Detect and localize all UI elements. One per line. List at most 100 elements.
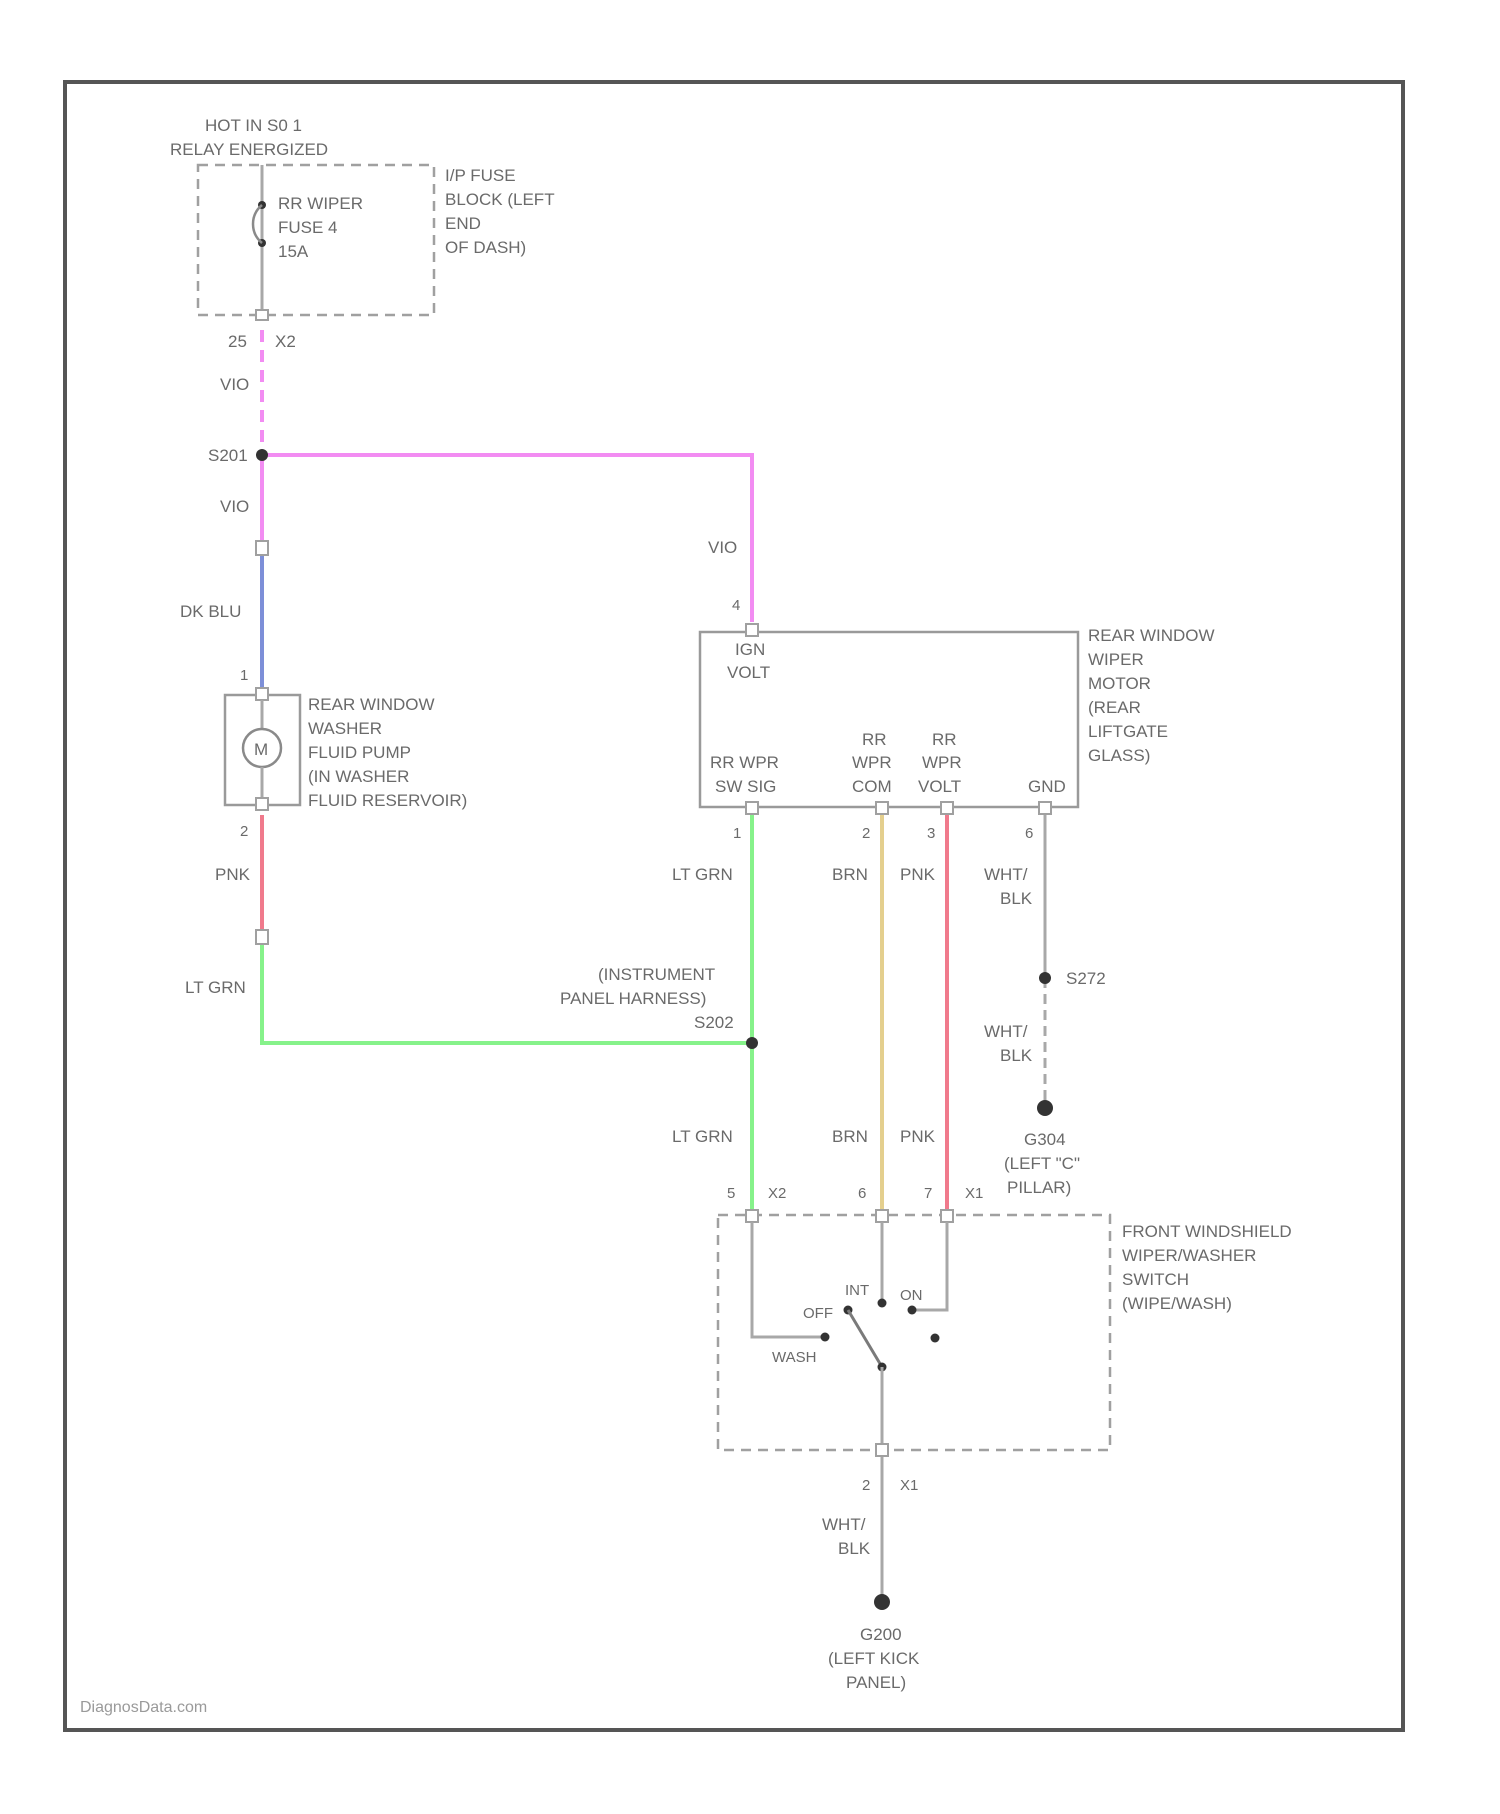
inline-connector-pin-pnk-grn — [256, 930, 268, 944]
wire-label-dk-blu: DK BLU — [180, 602, 241, 621]
motor-pin2-marker — [876, 802, 888, 814]
motor-pin-top-marker — [746, 624, 758, 636]
wire-label-lt-grn-3: LT GRN — [672, 1127, 733, 1146]
wire-label-wht-blk-2a: WHT/ — [984, 1022, 1028, 1041]
motor-label-line5: LIFTGATE — [1088, 722, 1168, 741]
switch-position-off: OFF — [803, 1305, 833, 1322]
motor-terminal2-line3: COM — [852, 777, 892, 796]
pump-label-line4: (IN WASHER — [308, 767, 409, 786]
fuse-block-box — [198, 165, 434, 315]
ground-g200-label-line3: PANEL) — [846, 1673, 906, 1692]
wire-label-pnk-3: PNK — [900, 1127, 936, 1146]
switch-connector-x1: X1 — [965, 1185, 983, 1202]
motor-ign-line1: IGN — [735, 640, 765, 659]
switch-pin2-marker — [876, 1444, 888, 1456]
splice-s201-dot — [256, 449, 268, 461]
watermark: DiagnosData.com — [80, 1699, 207, 1716]
switch-position-wash: WASH — [772, 1349, 816, 1366]
pump-motor-letter: M — [254, 740, 268, 759]
motor-pin3-marker — [941, 802, 953, 814]
motor-terminal1-line1: RR WPR — [710, 753, 779, 772]
switch-pin7-marker — [941, 1210, 953, 1222]
fuse-label-line3: 15A — [278, 242, 309, 261]
wire-label-wht-blk-1b: BLK — [1000, 889, 1033, 908]
switch-contact-int — [878, 1299, 887, 1308]
wire-label-brn-1: BRN — [832, 865, 868, 884]
motor-label-line4: (REAR — [1088, 698, 1141, 717]
switch-label-line3: SWITCH — [1122, 1270, 1189, 1289]
switch-pin6: 6 — [858, 1185, 866, 1202]
splice-s272-dot — [1039, 972, 1051, 984]
wire-label-vio-2: VIO — [220, 497, 249, 516]
fuse-block-label-line1: I/P FUSE — [445, 166, 516, 185]
motor-pin3: 3 — [927, 825, 935, 842]
switch-pin7: 7 — [924, 1185, 932, 1202]
motor-terminal1-line2: SW SIG — [715, 777, 776, 796]
ground-g200-label-line2: (LEFT KICK — [828, 1649, 920, 1668]
switch-position-on: ON — [900, 1287, 923, 1304]
ground-g304-label-line3: PILLAR) — [1007, 1178, 1071, 1197]
wire-vio-motor — [262, 455, 752, 622]
switch-pin5: 5 — [727, 1185, 735, 1202]
wire-label-wht-blk-3a: WHT/ — [822, 1515, 866, 1534]
pump-label-line3: FLUID PUMP — [308, 743, 411, 762]
harness-label-line2: PANEL HARNESS) — [560, 989, 706, 1008]
wire-label-lt-grn-1: LT GRN — [185, 978, 246, 997]
ground-g200-symbol — [874, 1594, 890, 1610]
ground-g200-label-line1: G200 — [860, 1625, 902, 1644]
motor-label-line2: WIPER — [1088, 650, 1144, 669]
switch-connector-x2: X2 — [768, 1185, 786, 1202]
switch-pin2: 2 — [862, 1477, 870, 1494]
wire-label-pnk-1: PNK — [215, 865, 251, 884]
motor-pin6: 6 — [1025, 825, 1033, 842]
wire-label-vio-1: VIO — [220, 375, 249, 394]
pump-label-line2: WASHER — [308, 719, 382, 738]
fuse-block-label-line2: BLOCK (LEFT — [445, 190, 555, 209]
motor-pin2: 2 — [862, 825, 870, 842]
pump-pin-bottom: 2 — [240, 823, 248, 840]
switch-label-line2: WIPER/WASHER — [1122, 1246, 1256, 1265]
switch-pin5-marker — [746, 1210, 758, 1222]
fuse-block-label-line3: END — [445, 214, 481, 233]
switch-position-int: INT — [845, 1282, 869, 1299]
pump-pin-top-marker — [256, 688, 268, 700]
power-label-line2: RELAY ENERGIZED — [170, 140, 328, 159]
splice-s202-label: S202 — [694, 1013, 734, 1032]
motor-terminal2-line2: WPR — [852, 753, 892, 772]
motor-terminal-gnd: GND — [1028, 777, 1066, 796]
switch-pin6-marker — [876, 1210, 888, 1222]
motor-ign-line2: VOLT — [727, 663, 770, 682]
ground-g304-label-line2: (LEFT "C" — [1004, 1154, 1080, 1173]
ground-g304-label-line1: G304 — [1024, 1130, 1066, 1149]
fuse-label-line2: FUSE 4 — [278, 218, 338, 237]
motor-terminal3-line3: VOLT — [918, 777, 961, 796]
switch-contact-spare — [931, 1334, 940, 1343]
splice-s201-label: S201 — [208, 446, 248, 465]
motor-pin1: 1 — [733, 825, 741, 842]
wire-label-pnk-2: PNK — [900, 865, 936, 884]
diagram-frame — [65, 82, 1403, 1730]
power-label-line1: HOT IN S0 1 — [205, 116, 302, 135]
motor-pin1-marker — [746, 802, 758, 814]
motor-terminal3-line2: WPR — [922, 753, 962, 772]
connector-fuse-name: X2 — [275, 332, 296, 351]
pump-label-line1: REAR WINDOW — [308, 695, 435, 714]
connector-fuse-pin: 25 — [228, 332, 247, 351]
inline-connector-pin-vio-blu — [256, 541, 268, 555]
splice-s202-dot — [746, 1037, 758, 1049]
fuse-block-label-line4: OF DASH) — [445, 238, 526, 257]
pump-pin-bottom-marker — [256, 798, 268, 810]
wire-label-wht-blk-1a: WHT/ — [984, 865, 1028, 884]
motor-label-line1: REAR WINDOW — [1088, 626, 1215, 645]
splice-s272-label: S272 — [1066, 969, 1106, 988]
switch-label-line4: (WIPE/WASH) — [1122, 1294, 1232, 1313]
harness-label-line1: (INSTRUMENT — [598, 965, 715, 984]
switch-box — [718, 1215, 1110, 1450]
wire-label-brn-2: BRN — [832, 1127, 868, 1146]
switch-label-line1: FRONT WINDSHIELD — [1122, 1222, 1292, 1241]
switch-contact-wash — [821, 1333, 830, 1342]
pump-pin-top: 1 — [240, 667, 248, 684]
motor-terminal3-line1: RR — [932, 730, 957, 749]
wire-label-wht-blk-2b: BLK — [1000, 1046, 1033, 1065]
